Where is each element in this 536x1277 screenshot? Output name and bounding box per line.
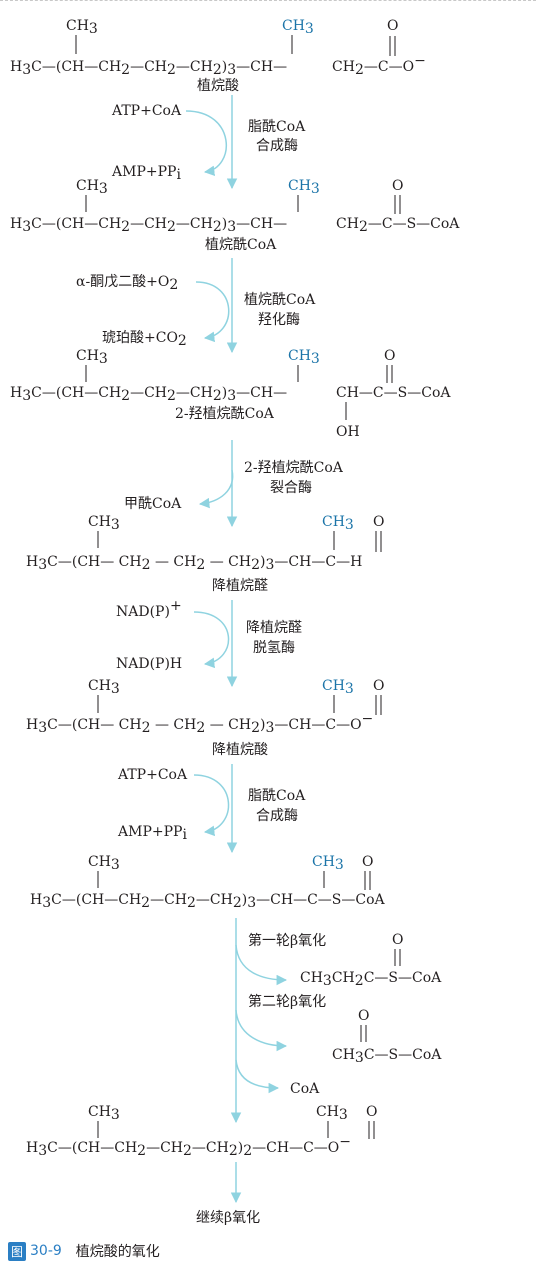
figure-title: 植烷酸的氧化 — [75, 1244, 160, 1260]
name-pristanal: 降植烷醛 — [212, 578, 268, 594]
carbonyl-o-7: O — [366, 1104, 377, 1120]
methyl-branch-5: CH3 — [322, 678, 354, 697]
methyl-1: CH3 — [66, 18, 98, 37]
continue-beta-oxidation: 继续β氧化 — [196, 1209, 260, 1226]
acetyl-carbonyl-o: O — [358, 1008, 369, 1024]
structure-pristanic-acid: CH3 H3C—(CH— CH2 — CH2 — CH2)3—CH—C—O− C… — [26, 678, 384, 758]
step3-enzyme-line2: 裂合酶 — [270, 480, 312, 496]
top-border — [0, 0, 536, 2]
chain-7: H3C—(CH—CH2—CH2—CH2)2—CH—C—O− — [26, 1134, 351, 1159]
chain-5: H3C—(CH— CH2 — CH2 — CH2)3—CH—C—O− — [26, 711, 373, 736]
methyl-branch-3: CH3 — [288, 348, 320, 367]
chain-1: H3C—(CH—CH2—CH2—CH2)3—CH— — [10, 59, 287, 78]
carbonyl-o-1: O — [387, 18, 398, 34]
carbonyl-o-2: O — [392, 178, 403, 194]
figure-number: 30-9 — [30, 1243, 62, 1259]
figure-caption: 图 30-9 植烷酸的氧化 — [8, 1238, 160, 1264]
step1-input: ATP+CoA — [111, 103, 182, 119]
alpha-3: CH—C—S—CoA — [336, 385, 451, 401]
beta-oxidation-rounds: 第一轮β氧化 第二轮β氧化 O CH3CH2C—S—CoA O CH3C—S—C… — [230, 918, 442, 1124]
step3-enzyme-line1: 2-羟植烷酰CoA — [244, 460, 344, 476]
structure-shortened-product: CH3 H3C—(CH—CH2—CH2—CH2)2—CH—C—O− CH3 O — [26, 1104, 377, 1159]
figure-badge: 图 — [8, 1241, 27, 1261]
step2-input: α-酮戊二酸+O2 — [76, 274, 178, 293]
step1-enzyme-line2: 合成酶 — [256, 138, 298, 154]
step-3: 甲酰CoA 2-羟植烷酰CoA 裂合酶 — [124, 440, 344, 528]
step4-output: NAD(P)H — [116, 656, 182, 672]
structure-2-hydroxyphytanoyl-coa: CH3 H3C—(CH—CH2—CH2—CH2)3—CH— CH3 CH—C—S… — [10, 348, 451, 440]
chain-4: H3C—(CH— CH2 — CH2 — CH2)3—CH—C—H — [26, 554, 362, 573]
step-5: ATP+CoA AMP+PPi 脂酰CoA 合成酶 — [117, 764, 306, 854]
methyl-3: CH3 — [76, 348, 108, 367]
methyl-5: CH3 — [88, 678, 120, 697]
step3-output: 甲酰CoA — [124, 496, 182, 512]
alpha-1: CH2—C—O− — [332, 53, 426, 78]
step-2: α-酮戊二酸+O2 琥珀酸+CO2 植烷酰CoA 羟化酶 — [76, 258, 316, 354]
propionyl-carbonyl-o: O — [392, 932, 403, 948]
methyl-7: CH3 — [88, 1104, 120, 1123]
step2-enzyme-line2: 羟化酶 — [258, 312, 300, 328]
methyl-2: CH3 — [76, 178, 108, 197]
coa-released: CoA — [290, 1081, 320, 1097]
step5-output: AMP+PPi — [117, 824, 187, 843]
structure-phytanic-acid: CH3 H3C—(CH—CH2—CH2—CH2)3—CH— CH3 CH2—C—… — [10, 18, 426, 94]
carbonyl-o-3: O — [384, 348, 395, 364]
structure-pristanoyl-coa: CH3 H3C—(CH—CH2—CH2—CH2)3—CH—C—S—CoA CH3… — [30, 854, 386, 911]
step2-output: 琥珀酸+CO2 — [102, 330, 187, 349]
methyl-6: CH3 — [88, 854, 120, 873]
methyl-branch-7: CH3 — [316, 1104, 348, 1123]
beta-round-1: 第一轮β氧化 — [248, 932, 326, 949]
final-step: 继续β氧化 — [196, 1162, 260, 1226]
propionyl-coa: CH3CH2C—S—CoA — [300, 970, 442, 989]
step5-enzyme-line1: 脂酰CoA — [248, 788, 306, 804]
methyl-branch-1: CH3 — [282, 18, 314, 37]
step1-output: AMP+PPi — [111, 164, 181, 183]
carbonyl-o-5: O — [373, 678, 384, 694]
step-1: ATP+CoA AMP+PPi 脂酰CoA 合成酶 — [111, 95, 306, 190]
carbonyl-o-4: O — [373, 514, 384, 530]
chain-3: H3C—(CH—CH2—CH2—CH2)3—CH— — [10, 385, 287, 404]
methyl-branch-2: CH3 — [288, 178, 320, 197]
step5-enzyme-line2: 合成酶 — [256, 808, 298, 824]
step2-enzyme-line1: 植烷酰CoA — [244, 292, 316, 308]
methyl-branch-4: CH3 — [322, 514, 354, 533]
step5-input: ATP+CoA — [117, 767, 188, 783]
structure-phytanoyl-coa: CH3 H3C—(CH—CH2—CH2—CH2)3—CH— CH3 CH2—C—… — [10, 178, 460, 253]
name-pristanic-acid: 降植烷酸 — [212, 742, 268, 758]
hydroxyl-3: OH — [336, 424, 360, 440]
name-phytanoyl-coa: 植烷酰CoA — [205, 237, 277, 253]
structure-pristanal: CH3 H3C—(CH— CH2 — CH2 — CH2)3—CH—C—H CH… — [26, 514, 384, 594]
alpha-2: CH2—C—S—CoA — [336, 216, 460, 235]
name-2-hydroxyphytanoyl-coa: 2-羟植烷酰CoA — [175, 406, 275, 422]
carbonyl-o-6: O — [362, 854, 373, 870]
methyl-branch-6: CH3 — [312, 854, 344, 873]
beta-round-2: 第二轮β氧化 — [248, 993, 326, 1010]
step4-enzyme-line2: 脱氢酶 — [253, 640, 295, 656]
step4-input: NAD(P)+ — [116, 598, 182, 620]
methyl-4: CH3 — [88, 514, 120, 533]
chain-6: H3C—(CH—CH2—CH2—CH2)3—CH—C—S—CoA — [30, 892, 386, 911]
step4-enzyme-line1: 降植烷醛 — [246, 620, 302, 636]
acetyl-coa: CH3C—S—CoA — [332, 1047, 442, 1066]
step-4: NAD(P)+ NAD(P)H 降植烷醛 脱氢酶 — [116, 598, 302, 688]
name-phytanic-acid: 植烷酸 — [197, 78, 239, 94]
chain-2: H3C—(CH—CH2—CH2—CH2)3—CH— — [10, 216, 287, 235]
step1-enzyme-line1: 脂酰CoA — [248, 119, 306, 135]
